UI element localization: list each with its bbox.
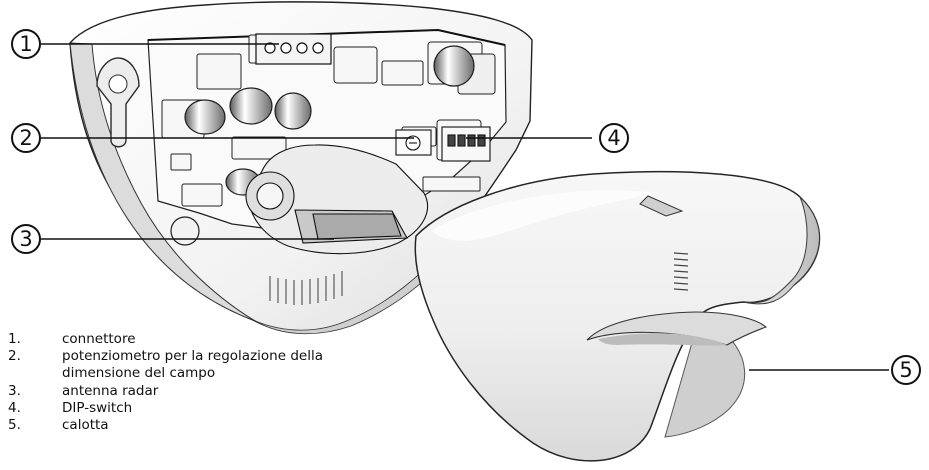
cover-assembly bbox=[414, 170, 821, 462]
legend: 1. connettore 2. potenziometro per la re… bbox=[8, 331, 338, 434]
legend-number: 2. bbox=[8, 348, 21, 365]
legend-text: connettore bbox=[62, 331, 136, 347]
board-top-edge bbox=[147, 28, 506, 46]
cover-shell bbox=[414, 170, 821, 462]
legend-item-2: 2. potenziometro per la regolazione dell… bbox=[8, 348, 338, 382]
callout-5: 5 bbox=[891, 355, 921, 385]
cover-right-side bbox=[743, 196, 820, 305]
cover-lens-shadow bbox=[598, 333, 727, 346]
legend-text: potenziometro per la regolazione della d… bbox=[62, 348, 323, 382]
legend-number: 1. bbox=[8, 331, 21, 347]
board-pins bbox=[269, 271, 343, 305]
callout-3: 3 bbox=[11, 224, 41, 254]
cover-front-highlight bbox=[431, 190, 657, 241]
legend-number: 4. bbox=[8, 399, 21, 416]
capacitors bbox=[170, 45, 475, 246]
callout-2: 2 bbox=[11, 123, 41, 153]
legend-number: 5. bbox=[8, 417, 21, 434]
callout-4: 4 bbox=[599, 123, 629, 153]
cover-lens-window bbox=[586, 311, 768, 346]
legend-number: 3. bbox=[8, 382, 21, 399]
base-assembly bbox=[69, 1, 533, 335]
legend-text: calotta bbox=[62, 417, 109, 434]
connector-terminal-block bbox=[255, 33, 332, 65]
potentiometer bbox=[395, 129, 432, 156]
radar-antenna bbox=[245, 144, 429, 255]
callout-1: 1 bbox=[11, 29, 41, 59]
cover-vent-lines bbox=[673, 252, 689, 291]
cover-vent-slit bbox=[639, 195, 684, 217]
legend-item-1: 1. connettore bbox=[8, 331, 338, 348]
mounting-keyhole bbox=[96, 57, 140, 148]
legend-text: DIP-switch bbox=[62, 399, 133, 416]
legend-item-5: 5. calotta bbox=[8, 417, 338, 434]
legend-text: antenna radar bbox=[62, 382, 159, 399]
leader-lines bbox=[41, 43, 889, 371]
legend-item-4: 4. DIP-switch bbox=[8, 400, 338, 417]
dip-switch-block bbox=[441, 126, 491, 162]
mounting-keyhole-inner bbox=[108, 74, 128, 94]
legend-item-3: 3. antenna radar bbox=[8, 383, 338, 400]
